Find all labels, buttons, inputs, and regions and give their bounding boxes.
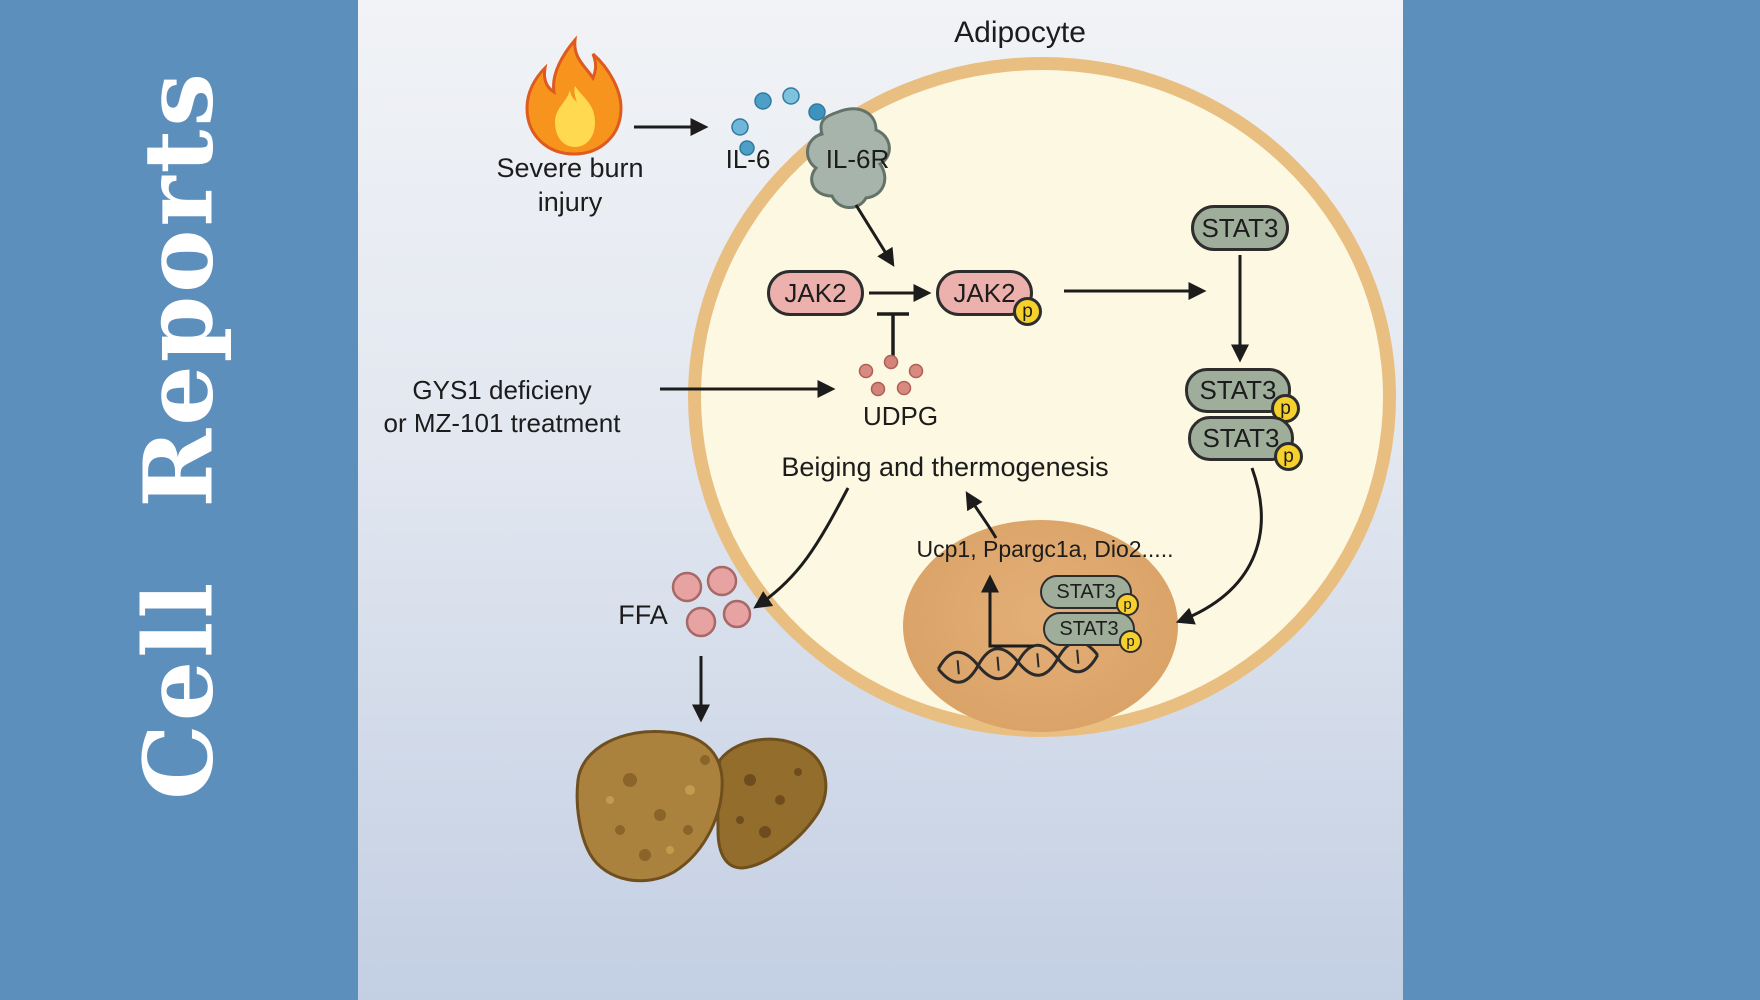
jak2-box-label: JAK2: [784, 277, 847, 308]
burn-injury-label: Severe burn injury: [455, 152, 685, 220]
right-border-band: [1403, 0, 1760, 1000]
nucleus-stat3-box-1-label: STAT3: [1056, 580, 1116, 603]
nucleus-stat3-box-1: STAT3 p: [1040, 575, 1139, 616]
udpg-label: UDPG: [862, 401, 939, 431]
stat3-phospho-box-1: STAT3 p: [1185, 368, 1300, 423]
treatment-line2: or MZ-101 treatment: [383, 407, 621, 438]
phospho-badge: p: [1119, 630, 1142, 653]
phospho-badge: p: [1013, 297, 1042, 326]
jak2-phospho-box: JAK2 p: [936, 270, 1042, 326]
journal-word-cell: Cell: [123, 579, 235, 800]
stat3-phospho-box-2-label: STAT3: [1202, 423, 1280, 453]
genes-label: Ucp1, Ppargc1a, Dio2.....: [916, 536, 1174, 562]
adipocyte-label: Adipocyte: [954, 16, 1086, 49]
stat3-box-label: STAT3: [1201, 212, 1279, 243]
phospho-badge: p: [1274, 442, 1303, 471]
journal-word-reports: Reports: [123, 70, 235, 508]
nucleus-stat3-box-2-label: STAT3: [1059, 617, 1119, 640]
stat3-box: STAT3: [1191, 205, 1289, 251]
stat3-phospho-box-1-label: STAT3: [1199, 375, 1277, 405]
burn-injury-line1: Severe burn: [496, 153, 644, 183]
il6r-label: IL-6R: [825, 144, 890, 174]
journal-sidebar: Cell Reports: [0, 0, 358, 1000]
burn-injury-line2: injury: [537, 186, 603, 217]
treatment-line1: GYS1 deficieny: [412, 375, 592, 405]
journal-title: Cell Reports: [124, 70, 235, 800]
il6-label: IL-6: [725, 144, 771, 174]
stat3-phospho-box-2: STAT3 p: [1188, 416, 1303, 471]
beiging-label: Beiging and thermogenesis: [781, 452, 1109, 482]
nucleus-stat3-box-2: STAT3 p: [1043, 612, 1142, 653]
jak2-phospho-box-label: JAK2: [953, 277, 1016, 308]
jak2-box: JAK2: [767, 270, 864, 316]
ffa-label: FFA: [618, 600, 668, 630]
treatment-label: GYS1 deficieny or MZ-101 treatment: [357, 374, 647, 439]
